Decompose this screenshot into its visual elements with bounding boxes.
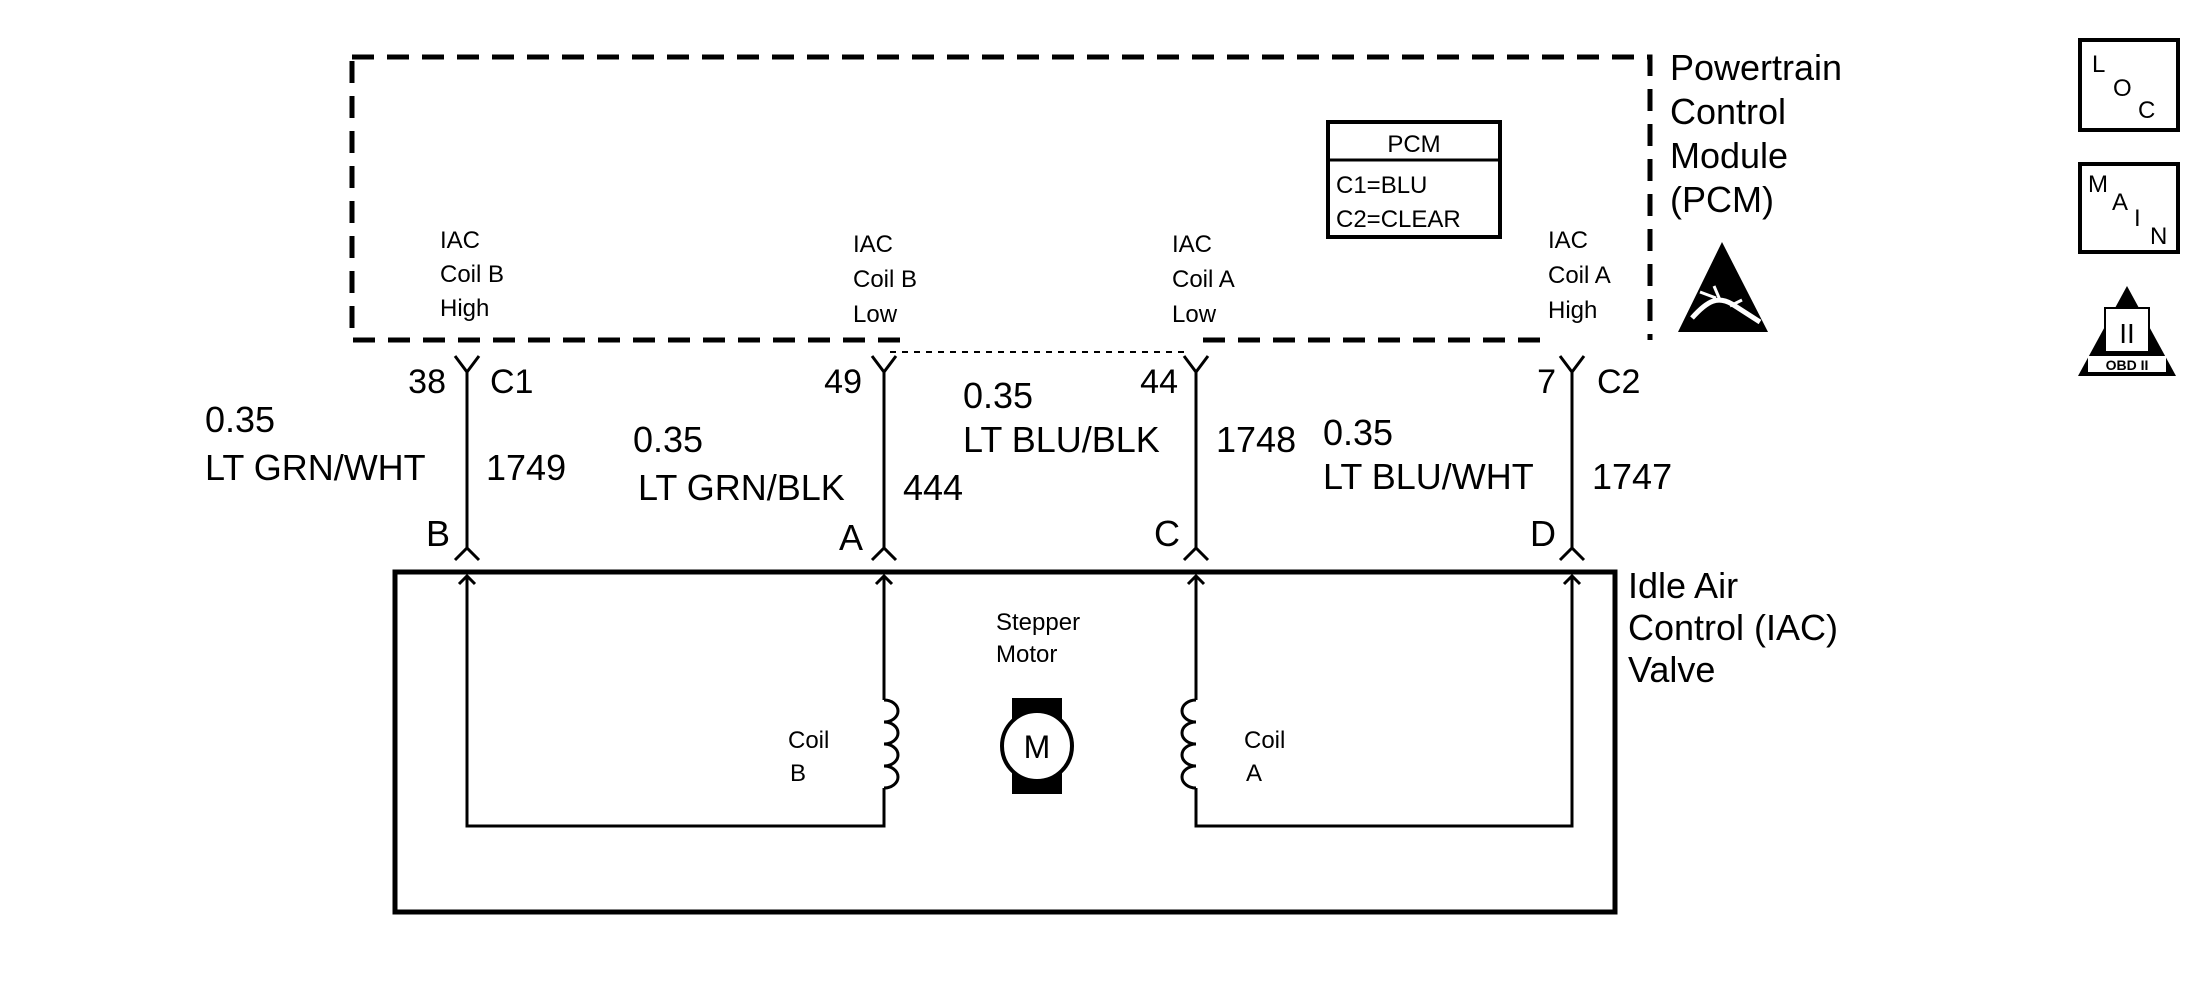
connector-id: C2 <box>1597 363 1640 401</box>
wire-color: LT GRN/BLK <box>638 467 845 508</box>
valve-pin: A <box>839 517 863 558</box>
pcm-pin-number: 38 <box>408 363 446 401</box>
coil-a-winding-icon <box>1180 698 1197 790</box>
iac-title-line2: Control (IAC) <box>1628 607 1838 648</box>
main-icon: M A I N <box>2078 162 2180 254</box>
circuit-number: 1747 <box>1592 456 1672 497</box>
main-letter-a: A <box>2112 189 2128 216</box>
pcm-connector-legend: PCM C1=BLU C2=CLEAR <box>1326 120 1502 239</box>
wire-gauge: 0.35 <box>1323 412 1393 453</box>
pcm-boundary <box>349 54 1653 343</box>
func-label-line2: Coil B <box>440 261 504 288</box>
obd-text: OBD II <box>2106 357 2149 373</box>
func-label-line3: Low <box>853 301 898 328</box>
circuit-number: 1749 <box>486 447 566 488</box>
wire-color: LT GRN/WHT <box>205 447 426 488</box>
wire-1748 <box>1182 355 1574 828</box>
func-label-line2: Coil A <box>1548 262 1611 289</box>
main-letter-n: N <box>2150 223 2167 250</box>
pcm-legend-c2: C2=CLEAR <box>1336 206 1461 233</box>
main-letter-i: I <box>2134 205 2141 232</box>
func-label-line3: High <box>440 295 489 322</box>
circuit-1749-labels: IAC Coil B High 38 C1 0.35 LT GRN/WHT 17… <box>205 227 566 554</box>
pcm-title-line3: Module <box>1670 135 1788 176</box>
pcm-title: Powertrain Control Module (PCM) <box>1670 47 1842 220</box>
valve-pin: C <box>1154 513 1180 554</box>
esd-sensitive-icon <box>1678 242 1768 332</box>
loc-letter-l: L <box>2092 51 2105 78</box>
main-letter-m: M <box>2088 171 2108 198</box>
pcm-title-line2: Control <box>1670 91 1786 132</box>
motor-label-line2: Motor <box>996 641 1057 668</box>
coil-b-label-line1: Coil <box>788 727 829 754</box>
pcm-pin-number: 49 <box>824 363 862 401</box>
wire-gauge: 0.35 <box>633 419 703 460</box>
pcm-title-line4: (PCM) <box>1670 179 1774 220</box>
wire-1747 <box>1558 355 1586 586</box>
pcm-legend-header: PCM <box>1387 131 1440 158</box>
circuit-1748-labels: IAC Coil A Low 44 0.35 LT BLU/BLK 1748 C <box>963 231 1296 554</box>
wire-color: LT BLU/WHT <box>1323 456 1534 497</box>
circuit-444-labels: IAC Coil B Low 49 0.35 LT GRN/BLK 444 A <box>633 231 963 558</box>
motor-label-line1: Stepper <box>996 609 1080 636</box>
circuit-1747-labels: IAC Coil A High 7 C2 0.35 LT BLU/WHT 174… <box>1323 227 1672 554</box>
func-label-line3: High <box>1548 297 1597 324</box>
iac-title: Idle Air Control (IAC) Valve <box>1628 565 1838 690</box>
wire-gauge: 0.35 <box>205 399 275 440</box>
func-label-line1: IAC <box>1548 227 1588 254</box>
func-label-line3: Low <box>1172 301 1217 328</box>
loc-icon: L O C <box>2078 38 2180 132</box>
pcm-pin-number: 44 <box>1140 363 1178 401</box>
wire-gauge: 0.35 <box>963 375 1033 416</box>
motor-symbol: M <box>1024 729 1051 765</box>
pcm-legend-c1: C1=BLU <box>1336 172 1427 199</box>
wire-1749 <box>453 355 886 828</box>
obd-roman: II <box>2119 318 2135 349</box>
stepper-motor-icon: M <box>1000 698 1074 794</box>
coil-b-label-line2: B <box>790 760 806 787</box>
coil-a-label-line2: A <box>1246 760 1262 787</box>
connector-id: C1 <box>490 363 533 401</box>
coil-a-label-line1: Coil <box>1244 727 1285 754</box>
obd-ii-icon: II OBD II <box>2078 286 2176 376</box>
pcm-title-line1: Powertrain <box>1670 47 1842 88</box>
circuit-number: 444 <box>903 467 963 508</box>
wire-444 <box>870 355 898 700</box>
loc-letter-c: C <box>2138 97 2155 124</box>
iac-title-line3: Valve <box>1628 649 1715 690</box>
func-label-line2: Coil B <box>853 266 917 293</box>
iac-title-line1: Idle Air <box>1628 565 1738 606</box>
valve-pin: D <box>1530 513 1556 554</box>
coil-b-winding-icon <box>883 698 900 790</box>
wire-color: LT BLU/BLK <box>963 419 1160 460</box>
circuit-number: 1748 <box>1216 419 1296 460</box>
loc-letter-o: O <box>2113 75 2132 102</box>
func-label-line1: IAC <box>853 231 893 258</box>
func-label-line1: IAC <box>1172 231 1212 258</box>
iac-valve-boundary <box>392 569 1618 915</box>
pcm-pin-number: 7 <box>1537 363 1556 401</box>
valve-pin: B <box>426 513 450 554</box>
func-label-line1: IAC <box>440 227 480 254</box>
func-label-line2: Coil A <box>1172 266 1235 293</box>
